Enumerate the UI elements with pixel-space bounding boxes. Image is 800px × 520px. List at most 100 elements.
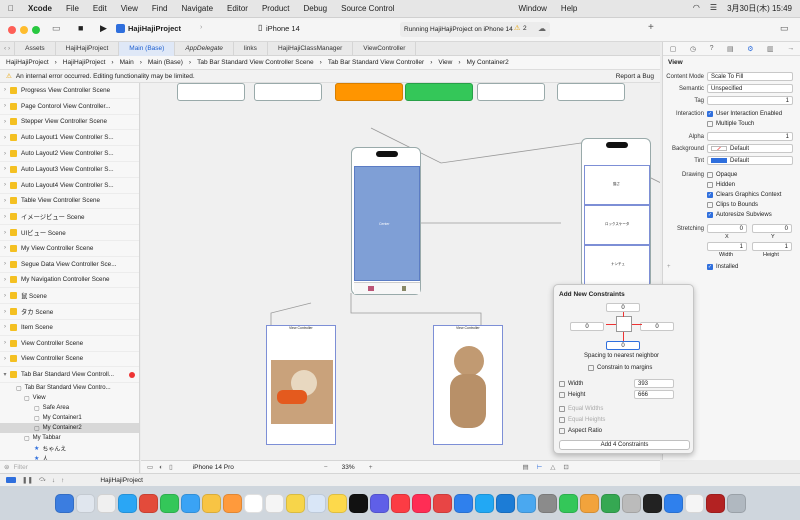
width-checkbox[interactable] (559, 380, 565, 387)
chevron-right-icon[interactable]: › (4, 87, 6, 94)
chevron-right-icon[interactable]: › (4, 166, 6, 173)
scene-thumbnail[interactable] (254, 83, 322, 101)
tab-links[interactable]: links (234, 41, 268, 56)
error-badge-icon[interactable] (129, 371, 135, 378)
menu-app[interactable]: Xcode (22, 4, 52, 13)
dock-app-icon[interactable] (243, 493, 263, 513)
breadcrumb-item[interactable]: Main (Base) (147, 59, 183, 66)
menu-debug[interactable]: Debug (297, 4, 328, 13)
dock-app-icon[interactable] (96, 493, 116, 513)
content-mode-select[interactable]: Scale To Fill (707, 72, 793, 81)
stretch-height-field[interactable]: 1 (752, 242, 792, 251)
outline-item[interactable]: ★人 (0, 453, 139, 460)
chevron-right-icon[interactable]: › (4, 324, 6, 331)
clears-graphics-checkbox[interactable]: ✓ (707, 191, 713, 198)
file-inspector-icon[interactable]: ▢ (669, 45, 677, 53)
outline-item[interactable]: ★ちゃんえ (0, 443, 139, 453)
orange-scene[interactable] (335, 83, 403, 101)
attributes-inspector-icon[interactable]: ⚙ (747, 45, 754, 53)
dock-app-icon[interactable] (369, 493, 389, 513)
outline-scene-row[interactable]: ›Segue Data View Controller Sce... (0, 257, 139, 273)
chevron-right-icon[interactable]: › (4, 150, 6, 157)
scheme-name[interactable]: HajiHajiProject (128, 24, 181, 33)
chevron-right-icon[interactable]: › (4, 229, 6, 236)
storyboard-canvas[interactable]: Center 猫さ ロックスケータ ナンチュ View Controller V… (141, 83, 660, 460)
my-container2-view[interactable]: Center (354, 166, 420, 281)
run-icon[interactable]: ▶ (100, 23, 107, 33)
list-cell[interactable]: ロックスケータ (584, 205, 650, 245)
dock-app-icon[interactable] (264, 493, 284, 513)
child-view-controller-1[interactable]: View Controller (266, 325, 336, 445)
outline-scene-row[interactable]: ▾Tab Bar Standard View Controll... (0, 367, 139, 384)
chevron-right-icon[interactable]: › (4, 182, 6, 189)
outline-toggle-icon[interactable]: ▭ (147, 464, 154, 471)
dock-app-icon[interactable] (159, 493, 179, 513)
dock-app-icon[interactable] (117, 493, 137, 513)
outline-scene-row[interactable]: ›My View Controller Scene (0, 241, 139, 257)
chevron-right-icon[interactable]: › (4, 261, 6, 268)
trailing-strut[interactable] (632, 324, 642, 325)
chevron-right-icon[interactable]: › (4, 292, 6, 299)
list-cell[interactable]: ナンチュ (584, 245, 650, 285)
tab-assets[interactable]: Assets (15, 41, 56, 56)
dock-app-icon[interactable] (684, 493, 704, 513)
chevron-right-icon[interactable]: › (4, 245, 6, 252)
breadcrumb-item[interactable]: View (438, 59, 453, 66)
multiple-touch-checkbox[interactable] (707, 120, 713, 127)
dock-app-icon[interactable] (285, 493, 305, 513)
plus-icon[interactable]: + (667, 263, 671, 270)
breadcrumb-item[interactable]: Tab Bar Standard View Controller Scene (197, 59, 314, 66)
top-strut[interactable] (623, 312, 624, 317)
dock-app-icon[interactable] (75, 493, 95, 513)
outline-scene-row[interactable]: ›Auto Layout2 View Controller S... (0, 146, 139, 162)
minimize-window-button[interactable] (20, 26, 28, 34)
menu-file[interactable]: File (60, 4, 79, 13)
dock-app-icon[interactable] (432, 493, 452, 513)
close-window-button[interactable] (8, 26, 16, 34)
debug-toggle-icon[interactable] (6, 477, 16, 483)
filter-input[interactable]: Filter (13, 463, 28, 471)
outline-item[interactable]: ▢My Tabbar (0, 433, 139, 443)
chevron-right-icon[interactable]: › (4, 134, 6, 141)
run-destination[interactable]: iPhone 14 (266, 24, 300, 33)
leading-strut[interactable] (606, 324, 616, 325)
outline-scene-row[interactable]: ›Auto Layout3 View Controller S... (0, 162, 139, 178)
dock-app-icon[interactable] (579, 493, 599, 513)
sidebar-toggle-icon[interactable]: ▭ (52, 23, 61, 33)
tint-select[interactable]: Default (707, 156, 793, 165)
dock-app-icon[interactable] (180, 493, 200, 513)
top-constraint-field[interactable]: 0 (606, 303, 640, 312)
outline-scene-row[interactable]: ›Auto Layout1 View Controller S... (0, 130, 139, 147)
constrain-margins-checkbox[interactable] (588, 365, 594, 371)
navigation-scene[interactable]: 猫さ ロックスケータ ナンチュ (581, 138, 651, 288)
zoom-in-icon[interactable]: + (368, 463, 373, 471)
menu-view[interactable]: View (114, 4, 138, 13)
scene-thumbnail[interactable] (477, 83, 545, 101)
dock-app-icon[interactable] (327, 493, 347, 513)
resolve-issues-icon[interactable]: △ (550, 464, 556, 471)
outline-item[interactable]: ▢Tab Bar Standard View Contro... (0, 383, 139, 393)
tag-field[interactable]: 1 (707, 96, 793, 105)
stop-icon[interactable]: ■ (78, 23, 84, 33)
dock-app-icon[interactable] (201, 493, 221, 513)
bottom-strut[interactable] (623, 332, 624, 341)
outline-scene-row[interactable]: ›イメージビュー Scene (0, 209, 139, 226)
device-configuration[interactable]: iPhone 14 Pro (192, 463, 234, 471)
dock-app-icon[interactable] (705, 493, 725, 513)
zoom-window-button[interactable] (32, 26, 40, 34)
breadcrumb-item[interactable]: Tab Bar Standard View Controller (327, 59, 425, 66)
outline-scene-row[interactable]: ›UIビュー Scene (0, 225, 139, 241)
list-cell[interactable]: 猫さ (584, 165, 650, 205)
dock-app-icon[interactable] (726, 493, 746, 513)
width-constraint-field[interactable]: 393 (634, 379, 674, 388)
tab-class-manager[interactable]: HajiHajiClassManager (268, 41, 354, 56)
tab-viewcontroller[interactable]: ViewController (353, 41, 417, 56)
outline-item[interactable]: ▢Safe Area (0, 403, 139, 413)
step-in-icon[interactable]: ↓ (51, 476, 56, 484)
dock-app-icon[interactable] (348, 493, 368, 513)
child-view-controller-2[interactable]: View Controller (433, 325, 503, 445)
dock-app-icon[interactable] (54, 493, 74, 513)
tab-main-base[interactable]: Main (Base) (119, 41, 176, 56)
equal-heights-checkbox[interactable] (559, 417, 565, 423)
menu-help[interactable]: Help (554, 4, 577, 13)
